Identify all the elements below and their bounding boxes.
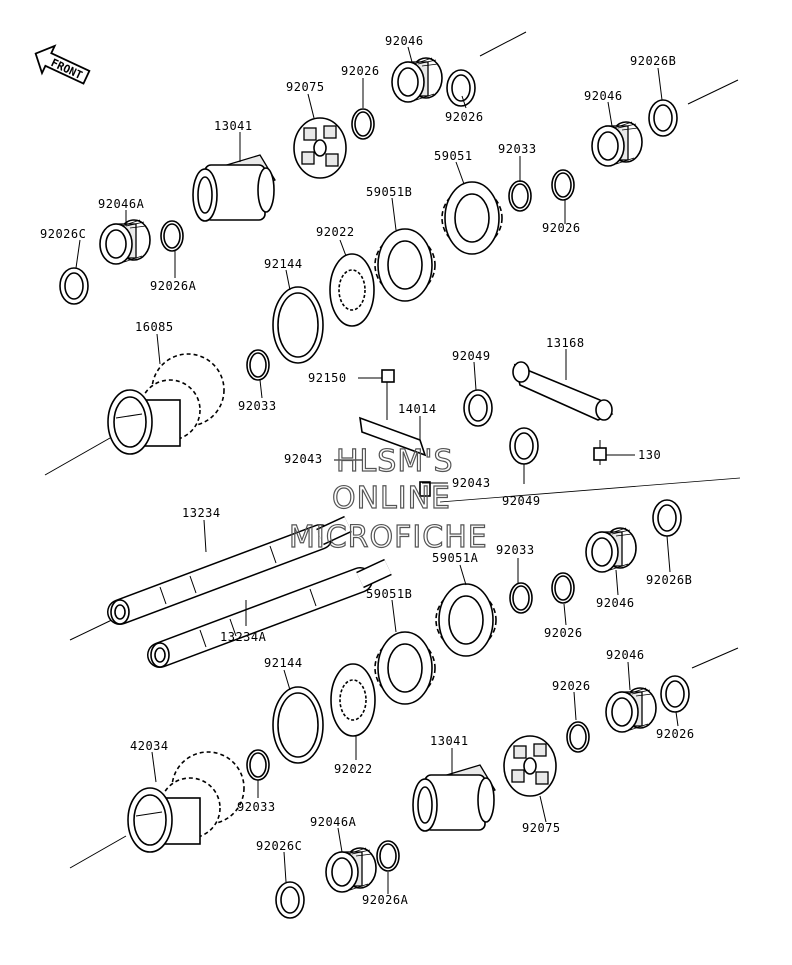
axis-lines <box>44 31 741 869</box>
circlip-icon <box>351 108 375 140</box>
part-label: 92026B <box>630 54 676 68</box>
parts-middle <box>359 361 614 497</box>
ring-icon <box>272 686 324 764</box>
part-label: 92046 <box>596 596 635 610</box>
gear-icon <box>435 583 497 657</box>
part-label: 92043 <box>452 476 491 490</box>
needle-bearing-icon <box>325 847 377 893</box>
part-label: 13168 <box>546 336 585 350</box>
needle-bearing-icon <box>605 687 657 733</box>
part-label: 92150 <box>308 371 347 385</box>
watermark-line: MICROFICHE <box>289 520 488 555</box>
part-label: 59051B <box>366 587 412 601</box>
thrust-washer-icon <box>648 99 678 137</box>
part-label: 13041 <box>214 119 253 133</box>
circlip-icon <box>246 349 270 381</box>
part-label: 92022 <box>334 762 373 776</box>
circlip-icon <box>509 582 533 614</box>
damper-icon <box>293 117 347 179</box>
oil-seal-icon <box>463 389 493 427</box>
leader-lines <box>75 46 679 894</box>
spline-disk-icon <box>330 663 376 737</box>
circlip-icon <box>376 840 400 872</box>
ring-icon <box>272 286 324 364</box>
part-label: 92026C <box>256 839 302 853</box>
damper-icon <box>503 735 557 797</box>
part-label: 92033 <box>238 399 277 413</box>
part-label: 92043 <box>284 452 323 466</box>
part-label: 92046A <box>98 197 145 211</box>
part-label: 92022 <box>316 225 355 239</box>
part-label: 92046 <box>385 34 424 48</box>
watermark: HLSM'S ONLINE MICROFICHE <box>288 443 488 555</box>
front-arrow-icon: FRONT <box>34 44 91 85</box>
gear-icon <box>374 631 436 705</box>
part-label: 92075 <box>522 821 561 835</box>
part-label: 92026 <box>341 64 380 78</box>
needle-bearing-icon <box>591 121 643 167</box>
part-label: 59051B <box>366 185 412 199</box>
part-label: 92026A <box>362 893 409 907</box>
watermark-line: HLSM'S <box>336 444 454 479</box>
part-label: 59051 <box>434 149 473 163</box>
part-label: 92046 <box>606 648 645 662</box>
part-labels: 92046 92026 92075 92026 13041 92026B 920… <box>40 34 695 907</box>
part-label: 13234A <box>220 630 267 644</box>
circlip-icon <box>660 675 690 713</box>
circlip-icon <box>566 721 590 753</box>
part-label: 92033 <box>237 800 276 814</box>
part-label: 92049 <box>452 349 491 363</box>
oil-seal-icon <box>509 427 539 465</box>
parts-lower <box>127 499 690 919</box>
clutch-gear-icon <box>107 353 225 455</box>
circlip-icon <box>551 572 575 604</box>
watermark-line: ONLINE <box>332 481 451 516</box>
part-label: 92046 <box>584 89 623 103</box>
part-label: 92049 <box>502 494 541 508</box>
needle-bearing-icon <box>99 219 151 265</box>
part-label: 92075 <box>286 80 325 94</box>
hub-icon <box>192 154 276 222</box>
part-label: 92026A <box>150 279 197 293</box>
gear-icon <box>441 181 503 255</box>
thrust-washer-icon <box>652 499 682 537</box>
clutch-gear-icon <box>127 751 245 853</box>
part-label: 92026C <box>40 227 86 241</box>
part-label: 92026 <box>552 679 591 693</box>
part-label: 92026B <box>646 573 692 587</box>
part-label: 92026 <box>544 626 583 640</box>
needle-bearing-icon <box>585 527 637 573</box>
part-label: 92033 <box>498 142 537 156</box>
thrust-washer-icon <box>59 267 89 305</box>
hub-icon <box>412 764 496 832</box>
circlip-icon <box>551 169 575 201</box>
part-label: 92026 <box>542 221 581 235</box>
circlip-icon <box>508 180 532 212</box>
part-label: 92026 <box>445 110 484 124</box>
part-label: 59051A <box>432 551 479 565</box>
part-label: 92026 <box>656 727 695 741</box>
gear-icon <box>374 228 436 302</box>
part-label: 42034 <box>130 739 169 753</box>
part-label: 13234 <box>182 506 221 520</box>
part-label: 92046A <box>310 815 357 829</box>
circlip-icon <box>446 69 476 107</box>
part-label: 92033 <box>496 543 535 557</box>
part-label: 13041 <box>430 734 469 748</box>
circlip-icon <box>246 749 270 781</box>
part-label: 130 <box>638 448 661 462</box>
part-label: 14014 <box>398 402 437 416</box>
part-label: 92144 <box>264 656 303 670</box>
spline-disk-icon <box>329 253 375 327</box>
part-label: 16085 <box>135 320 174 334</box>
thrust-washer-icon <box>275 881 305 919</box>
circlip-icon <box>160 220 184 252</box>
needle-bearing-icon <box>391 57 443 103</box>
part-label: 92144 <box>264 257 303 271</box>
